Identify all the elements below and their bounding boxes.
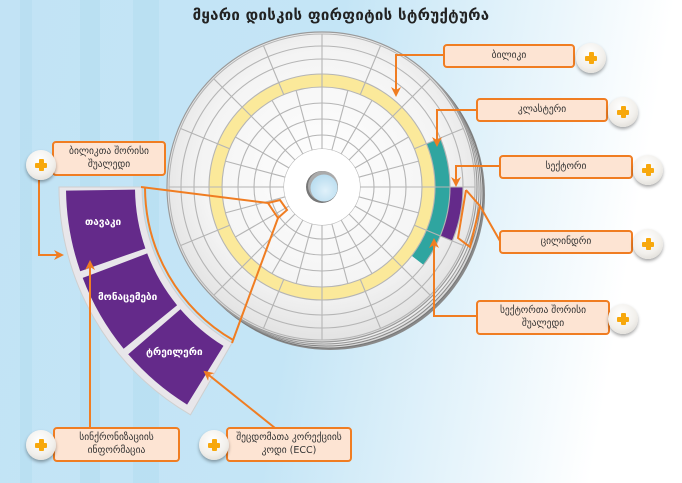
sector-boundary xyxy=(225,160,286,178)
sector-boundary xyxy=(348,213,394,259)
highlighted-sector xyxy=(440,187,463,241)
plus-icon[interactable] xyxy=(26,150,56,180)
page-title: მყარი დისკის ფირფიტის სტრუქტურა xyxy=(192,6,490,24)
disk-platter-icon xyxy=(166,31,478,343)
sector-boundary xyxy=(340,219,373,274)
sector-boundary xyxy=(295,90,313,151)
sector-boundary xyxy=(354,205,409,238)
sector-connector xyxy=(451,165,499,187)
sector-boundary xyxy=(180,224,230,247)
sector-header-block xyxy=(66,189,146,272)
sector-boundary xyxy=(392,257,431,296)
plus-icon[interactable] xyxy=(608,304,638,334)
sector-origin-marker xyxy=(266,198,289,220)
callout-intertrack-gap-label: ბილიკთა შორისი შუალედი xyxy=(69,145,149,170)
callout-cylinder-label: ცილინდრი xyxy=(540,235,592,247)
plus-icon[interactable] xyxy=(608,97,638,127)
callout-track-label: ბილიკი xyxy=(491,49,527,61)
sector-boundary xyxy=(414,224,464,247)
callout-cylinder: ცილინდრი xyxy=(499,230,633,254)
sector-boundary xyxy=(271,100,304,155)
callout-intertrack-gap: ბილიკთა შორისი შუალედი xyxy=(52,141,166,176)
sector-boundary xyxy=(295,223,313,284)
sector-data-block xyxy=(82,253,178,349)
callout-ecc: შეცდომათა კორექციის კოდი (ECC) xyxy=(226,427,352,462)
intersector-gap-connector xyxy=(429,238,476,317)
callout-sector-label: სექტორი xyxy=(545,160,587,172)
callout-cluster: კლასტერი xyxy=(476,98,608,122)
sector-detail xyxy=(58,186,233,416)
plus-icon[interactable] xyxy=(576,43,606,73)
intertrack-gap-connector xyxy=(38,180,64,260)
sector-boundary xyxy=(359,279,382,329)
callout-sync-info: სინქრონიზაციის ინფორმაცია xyxy=(53,427,180,462)
ecc-connector xyxy=(203,370,276,429)
callout-cluster-label: კლასტერი xyxy=(517,103,567,115)
plus-icon[interactable] xyxy=(633,229,663,259)
sector-header-label: თავაკი xyxy=(85,217,122,228)
wedge-link-bottom xyxy=(231,217,279,344)
plus-icon[interactable] xyxy=(199,430,229,460)
sector-boundary xyxy=(358,160,419,178)
callout-intersector-gap: სექტორთა შორისი შუალედი xyxy=(476,300,610,335)
sector-boundary xyxy=(331,223,349,284)
cylinder-connector xyxy=(479,205,501,242)
highlighted-cluster xyxy=(411,138,450,265)
sector-boundary xyxy=(354,136,409,169)
sector-boundary xyxy=(213,78,252,117)
cluster-highlight xyxy=(411,138,450,265)
sector-boundary xyxy=(262,279,285,329)
sector-boundary xyxy=(340,100,373,155)
sector-trailer-block xyxy=(128,309,224,405)
plus-icon[interactable] xyxy=(26,430,56,460)
sector-boundary xyxy=(250,115,296,161)
plus-icon[interactable] xyxy=(633,155,663,185)
callout-sync-info-label: სინქრონიზაციის ინფორმაცია xyxy=(79,431,154,456)
sector-boundary xyxy=(213,257,252,296)
wedge-outline xyxy=(144,186,235,342)
cluster-connector xyxy=(432,109,476,147)
sector-boundary xyxy=(331,90,349,151)
spindle-hole xyxy=(310,174,338,202)
wedge-link-top xyxy=(140,186,269,204)
track-connector xyxy=(391,54,443,97)
callout-sector: სექტორი xyxy=(499,155,633,179)
sector-boundary xyxy=(235,136,290,169)
sector-boundary xyxy=(262,45,285,95)
sector-boundary xyxy=(392,78,431,117)
callout-ecc-label: შეცდომათა კორექციის კოდი (ECC) xyxy=(236,431,342,456)
sector-boundary xyxy=(235,205,290,238)
sector-data-label: მონაცემები xyxy=(98,292,158,303)
callout-track: ბილიკი xyxy=(443,44,575,68)
sector-trailer-label: ტრეილერი xyxy=(146,347,203,358)
callout-intersector-gap-label: სექტორთა შორისი შუალედი xyxy=(499,304,587,329)
sector-boundary xyxy=(359,45,382,95)
cylinder-bracket xyxy=(456,189,482,249)
connectors xyxy=(38,54,501,429)
sector-highlight xyxy=(440,187,463,241)
sector-boundary xyxy=(225,196,286,214)
sector-boundary xyxy=(250,213,296,259)
sector-boundary xyxy=(180,127,230,150)
sector-boundary xyxy=(358,196,419,214)
sector-boundary xyxy=(271,219,304,274)
sector-boundary xyxy=(348,115,394,161)
